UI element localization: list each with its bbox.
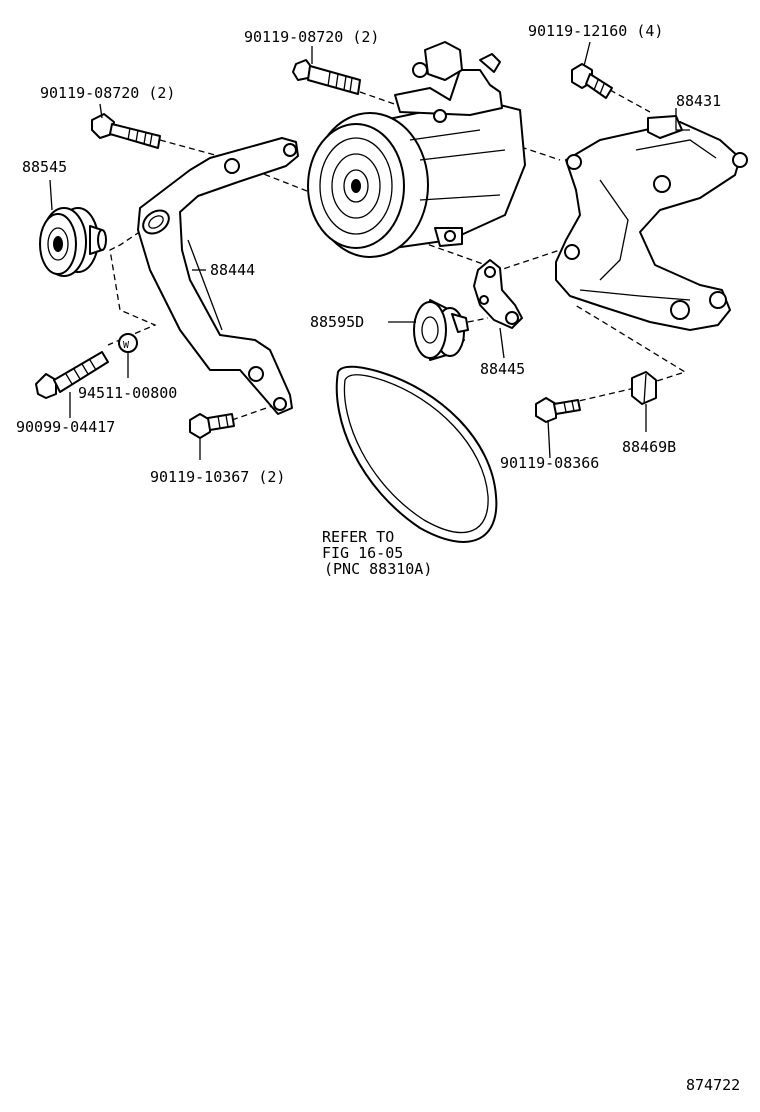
bracket-88431[interactable] bbox=[555, 115, 748, 331]
nut-88469b[interactable] bbox=[631, 371, 657, 405]
part-labels: 90119-08720 (2) 90119-12160 (4) 90119-08… bbox=[16, 22, 740, 1094]
label-90119-08720-left: 90119-08720 (2) bbox=[40, 84, 175, 102]
bolt-90119-08720-left[interactable] bbox=[91, 113, 161, 149]
label-90119-10367: 90119-10367 (2) bbox=[150, 468, 285, 486]
label-88445: 88445 bbox=[480, 360, 525, 378]
refer-line-3: (PNC 88310A) bbox=[324, 560, 432, 578]
label-88595d: 88595D bbox=[310, 313, 364, 331]
label-88545: 88545 bbox=[22, 158, 67, 176]
bolt-90099-04417[interactable] bbox=[35, 351, 109, 399]
ac-compressor bbox=[307, 41, 526, 258]
drive-belt bbox=[335, 365, 498, 543]
bolt-90119-08366[interactable] bbox=[535, 397, 581, 423]
idler-pulley-88545[interactable] bbox=[39, 207, 107, 277]
washer-94511-00800[interactable]: W bbox=[118, 333, 138, 353]
label-94511-00800: 94511-00800 bbox=[78, 384, 177, 402]
refer-line-2: FIG 16-05 bbox=[322, 544, 403, 562]
figure-number: 874722 bbox=[686, 1076, 740, 1094]
bolt-90119-08720-top[interactable] bbox=[292, 59, 361, 95]
label-90119-08366: 90119-08366 bbox=[500, 454, 599, 472]
leader-lines bbox=[49, 41, 690, 460]
label-88444: 88444 bbox=[210, 261, 255, 279]
pulley-88595d[interactable] bbox=[413, 299, 469, 361]
bracket-88445[interactable] bbox=[473, 259, 523, 329]
label-88469b: 88469B bbox=[622, 438, 676, 456]
refer-line-1: REFER TO bbox=[322, 528, 394, 546]
washer-mark: W bbox=[123, 340, 130, 351]
label-90099-04417: 90099-04417 bbox=[16, 418, 115, 436]
bolt-90119-12160[interactable] bbox=[571, 63, 613, 99]
bolt-90119-10367[interactable] bbox=[189, 413, 235, 439]
label-88431: 88431 bbox=[676, 92, 721, 110]
label-90119-08720-top: 90119-08720 (2) bbox=[244, 28, 379, 46]
bracket-88444[interactable] bbox=[137, 137, 299, 415]
label-90119-12160: 90119-12160 (4) bbox=[528, 22, 663, 40]
